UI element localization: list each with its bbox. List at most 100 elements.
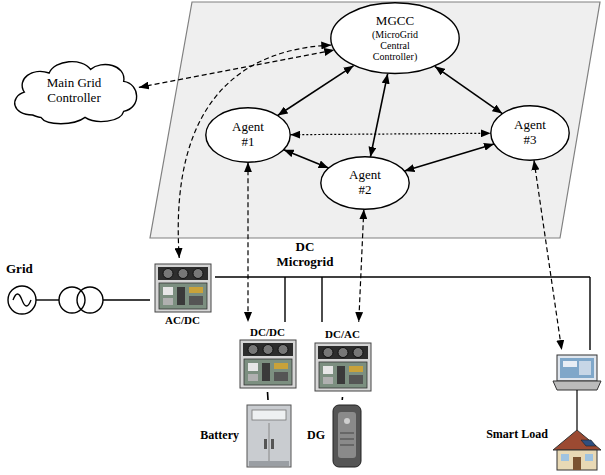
ac-source-symbol: [8, 286, 36, 314]
graphic-part: [189, 296, 203, 305]
wire-connector: [267, 392, 269, 400]
ellipse-outline: [321, 157, 409, 209]
graphic-part: [262, 363, 270, 381]
text-label: Grid: [6, 262, 50, 277]
bus-drop: [321, 277, 322, 322]
graphic-part: [315, 343, 371, 391]
graphic-part: [252, 410, 286, 420]
graphic-part: [337, 366, 345, 384]
graphic-part: [248, 374, 258, 381]
graphic-part: [323, 366, 333, 374]
graphic-part: [349, 366, 363, 372]
bus-drop: [284, 277, 285, 322]
grid-wire: [103, 299, 150, 300]
ellipse-outline: [491, 106, 569, 160]
converter-unit: DC/AC: [310, 322, 375, 397]
node-text: Main Grid Controller: [34, 76, 114, 105]
fan: [278, 345, 288, 355]
graphic-part: [573, 457, 581, 470]
dc-bus: [215, 276, 590, 277]
transformer-coil: [77, 287, 103, 313]
smart-load-picture: [485, 350, 603, 472]
generator-unit: [331, 403, 363, 469]
laptop-base: [553, 381, 601, 390]
link-arrow: [290, 133, 490, 134]
cloud-outline: [15, 62, 137, 124]
graphic-part: [247, 405, 291, 467]
load-wire: [576, 390, 577, 430]
device-unit: DG: [298, 400, 365, 472]
agent-plane: [150, 2, 600, 238]
graphic-part: [243, 343, 293, 356]
grid-wire: [36, 299, 59, 300]
graphic-part: [349, 375, 363, 384]
node-text: Battery: [200, 429, 239, 442]
graphic-part: [155, 264, 211, 312]
link-arrow: [284, 150, 329, 168]
node-text: AC/DC: [165, 314, 200, 326]
controller-cloud: Main Grid Controller: [5, 55, 143, 127]
smart-load-unit: Smart Load: [485, 350, 603, 472]
graphic-part: [163, 287, 173, 295]
agent-ellipse: MGCC(MicroGrid Central Controller): [330, 2, 460, 74]
node-text: Agent #2: [343, 168, 387, 197]
graphic-part: [249, 461, 289, 466]
node-text: MGCC: [376, 14, 414, 29]
graphic-part: [264, 439, 267, 449]
converter-unit: DC/DC: [235, 322, 300, 392]
graphic-part: [323, 377, 333, 384]
fan: [338, 347, 348, 357]
graphic-part: [271, 439, 274, 449]
ellipse-outline: [206, 108, 290, 162]
graphic-part: [560, 358, 594, 378]
link-arrow: [247, 162, 248, 322]
graphic-part: [274, 372, 288, 381]
converter-picture: [239, 339, 297, 389]
graphic-part: [163, 298, 173, 305]
text-label: DC Microgrid: [270, 240, 340, 270]
link-arrow: [178, 45, 331, 258]
converter-picture: [154, 263, 212, 313]
node-text: DC/AC: [325, 328, 360, 340]
graphic-part: [318, 346, 368, 359]
agent-ellipse: Agent #3: [490, 105, 570, 161]
node-text: Agent #1: [226, 120, 270, 149]
agent-ellipse: Agent #2: [320, 156, 410, 210]
graphic-part: [561, 454, 569, 461]
sine-wave: [13, 294, 31, 306]
fan: [163, 268, 173, 278]
node-text: Agent #3: [508, 118, 552, 147]
battery-cabinet: [245, 403, 293, 469]
graphic-part: [177, 287, 185, 305]
graphic-part: [189, 287, 203, 293]
converter-unit: AC/DC: [150, 258, 215, 332]
fan: [323, 347, 333, 357]
graphic-part: [274, 363, 288, 369]
link-arrow: [139, 50, 334, 87]
bus-drop: [589, 277, 590, 350]
ellipse-outline: [331, 3, 459, 74]
solar-panel: [581, 440, 596, 446]
laptop-screen: [557, 355, 597, 381]
link-arrow: [404, 144, 494, 171]
graphic-part: [338, 412, 356, 458]
circuit-board: [159, 283, 207, 309]
node-text: DC/DC: [250, 326, 285, 338]
fan: [248, 345, 258, 355]
node-text: (MicroGrid Central Controller): [359, 29, 431, 63]
graphic-part: [340, 433, 354, 434]
house-wall: [557, 450, 597, 470]
circuit-board: [319, 362, 367, 388]
circuit-board: [244, 359, 292, 385]
graphic-part: [579, 361, 591, 375]
house-roof: [553, 430, 601, 450]
device-unit: Battery: [195, 400, 295, 472]
graphic-part: [340, 445, 354, 446]
agent-ellipse: Agent #1: [205, 107, 291, 163]
link-arrow: [370, 74, 387, 157]
node-text: Smart Load: [485, 428, 549, 441]
node-text: DG: [307, 429, 325, 442]
link-arrow: [278, 66, 354, 116]
